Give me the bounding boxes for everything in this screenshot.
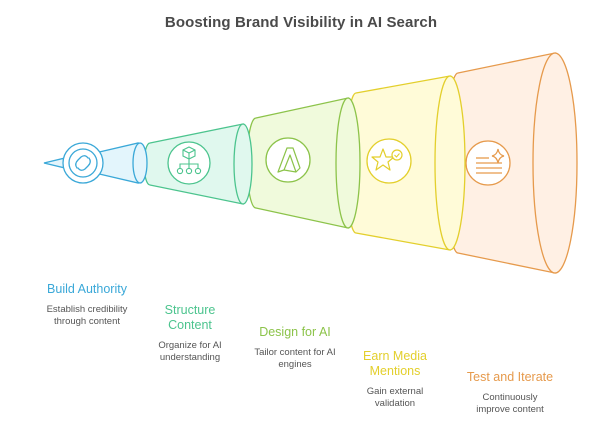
stage-description: Tailor content for AI engines — [254, 347, 336, 370]
letter-a-logo-icon — [265, 137, 311, 183]
cone-rim — [132, 142, 148, 184]
stage-label-design-for-ai: Design for AI Tailor content for AI engi… — [235, 325, 355, 371]
cone-structure-content — [143, 123, 253, 205]
cone-rim — [532, 52, 578, 274]
stage-label-earn-media-mentions: Earn Media Mentions Gain external valida… — [335, 349, 455, 410]
stage-description: Organize for AI understanding — [158, 340, 222, 363]
diagram-title: Boosting Brand Visibility in AI Search — [164, 14, 438, 31]
link-infinity-icon — [62, 142, 104, 184]
stage-title: Design for AI — [259, 325, 331, 339]
stage-title: Structure Content — [164, 303, 216, 332]
cone-earn-media-mentions — [345, 75, 466, 251]
stage-description: Continuously improve content — [476, 392, 544, 415]
stage-description: Gain external validation — [366, 386, 424, 409]
cone-design-for-ai — [246, 97, 361, 229]
stage-label-structure-content: Structure Content Organize for AI unders… — [130, 303, 250, 364]
document-sparkle-icon — [465, 140, 511, 186]
cone-rim — [233, 123, 253, 205]
stage-title: Build Authority — [47, 282, 127, 296]
cone-build-authority — [43, 142, 148, 184]
cone-rim — [434, 75, 466, 251]
stage-label-build-authority: Build Authority Establish credibility th… — [22, 282, 152, 328]
cone-test-and-iterate — [445, 52, 578, 274]
stage-label-test-and-iterate: Test and Iterate Continuously improve co… — [445, 370, 575, 416]
cube-hierarchy-icon — [167, 141, 211, 185]
stage-description: Establish credibility through content — [46, 304, 128, 327]
star-check-icon — [366, 138, 412, 184]
stage-title: Test and Iterate — [466, 370, 554, 384]
stage-title: Earn Media Mentions — [363, 349, 427, 378]
cone-rim — [335, 97, 361, 229]
cone-tip — [43, 157, 66, 169]
